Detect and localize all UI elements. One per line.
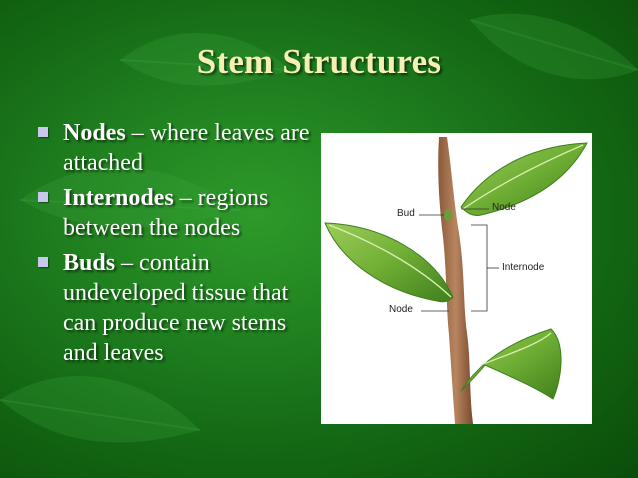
- label-bud: Bud: [397, 208, 415, 219]
- stem-diagram: Bud Node Internode Node: [321, 133, 592, 424]
- label-internode: Internode: [502, 262, 545, 273]
- bud: [444, 209, 452, 221]
- bullet-item-nodes: Nodes – where leaves are attached: [36, 118, 321, 178]
- square-bullet-icon: [38, 257, 48, 267]
- bullet-text: – contain undeveloped tissue that can pr…: [63, 250, 289, 366]
- leaf-bottom: [460, 328, 562, 400]
- label-node-top: Node: [492, 202, 516, 213]
- stem: [438, 137, 473, 424]
- bullet-text: – where leaves are attached: [63, 120, 310, 176]
- bullet-term: Buds: [63, 250, 116, 276]
- leaf-top: [460, 142, 588, 216]
- bullet-term: Internodes: [63, 185, 174, 211]
- square-bullet-icon: [38, 192, 48, 202]
- label-node-bottom: Node: [389, 304, 413, 315]
- bullet-item-buds: Buds – contain undeveloped tissue that c…: [36, 248, 321, 368]
- bullet-text: – regions between the nodes: [63, 185, 269, 241]
- slide-title: Stem Structures: [196, 42, 442, 81]
- leaf-left: [324, 222, 454, 303]
- bullet-item-internodes: Internodes – regions between the nodes: [36, 183, 321, 243]
- square-bullet-icon: [38, 127, 48, 137]
- bullet-term: Nodes: [63, 120, 126, 146]
- bullet-list: Nodes – where leaves are attached Intern…: [36, 118, 321, 373]
- stem-illustration: [324, 137, 588, 424]
